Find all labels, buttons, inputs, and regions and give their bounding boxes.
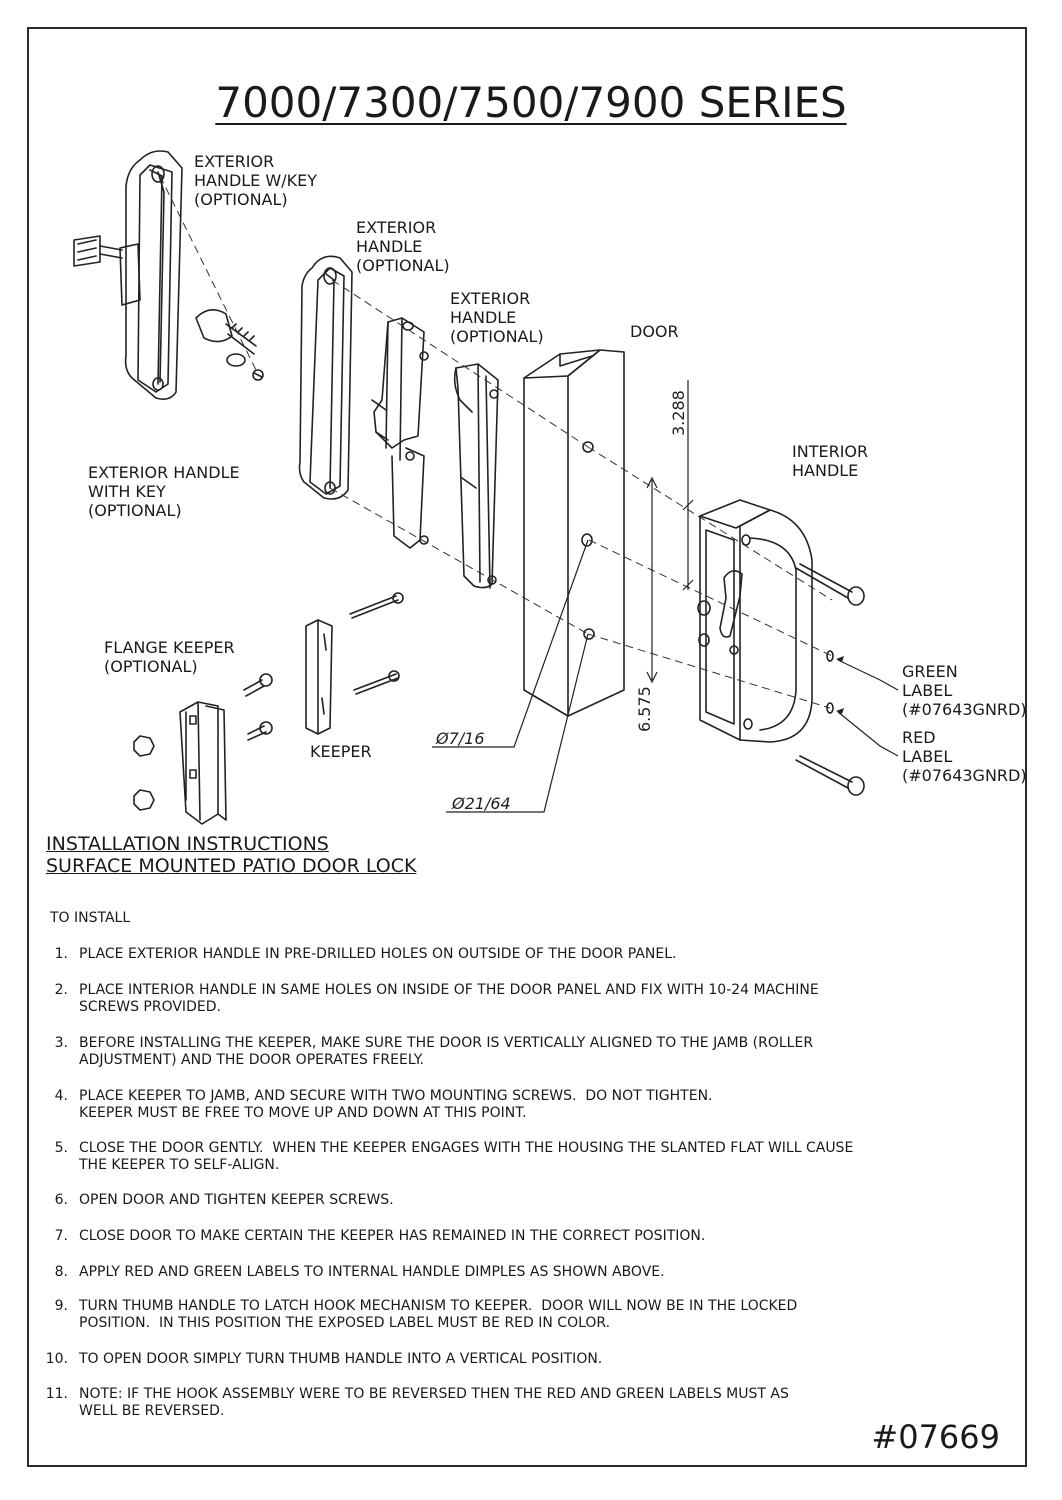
- label-green-label: GREEN LABEL (#07643GNRD): [902, 662, 1027, 719]
- label-exterior-handle-2: EXTERIOR HANDLE (OPTIONAL): [450, 289, 544, 346]
- label-interior-handle: INTERIOR HANDLE: [792, 442, 869, 480]
- label-exterior-handle-with-key: EXTERIOR HANDLE WITH KEY (OPTIONAL): [88, 463, 240, 520]
- dimension-3288: 3.288: [669, 390, 688, 436]
- step-number: 3.: [54, 1035, 68, 1051]
- label-flange-keeper: FLANGE KEEPER (OPTIONAL): [104, 638, 235, 676]
- step-number: 1.: [54, 946, 68, 962]
- diameter-7-16-label: Ø7/16: [435, 729, 485, 748]
- flange-keeper-part: [133, 673, 273, 825]
- page-title: 7000/7300/7500/7900 SERIES: [215, 78, 847, 127]
- step-text: PLACE INTERIOR HANDLE IN SAME HOLES ON I…: [79, 982, 819, 1015]
- step-text: BEFORE INSTALLING THE KEEPER, MAKE SURE …: [79, 1035, 814, 1068]
- step-text: PLACE KEEPER TO JAMB, AND SECURE WITH TW…: [79, 1088, 713, 1121]
- instructions-heading-line-2: SURFACE MOUNTED PATIO DOOR LOCK: [46, 855, 417, 877]
- exterior-handle-with-key-part: [73, 150, 264, 400]
- step-number: 5.: [54, 1140, 68, 1156]
- step-text: TO OPEN DOOR SIMPLY TURN THUMB HANDLE IN…: [79, 1351, 603, 1367]
- assembly-diagram: 3.288 6.575 Ø7/16 Ø21/64: [73, 150, 899, 825]
- diameter-21-64-label: Ø21/64: [451, 794, 511, 813]
- step-number: 11.: [45, 1386, 68, 1402]
- step-number: 8.: [54, 1264, 68, 1280]
- door-panel-part: [523, 349, 625, 717]
- step-number: 6.: [54, 1192, 68, 1208]
- dimension-6575: 6.575: [635, 686, 654, 732]
- step-number: 10.: [45, 1351, 68, 1367]
- step-text: CLOSE THE DOOR GENTLY. WHEN THE KEEPER E…: [79, 1140, 854, 1173]
- step-number: 7.: [54, 1228, 68, 1244]
- exterior-handle-part-1: [298, 255, 429, 549]
- step-text: OPEN DOOR AND TIGHTEN KEEPER SCREWS.: [79, 1192, 394, 1208]
- label-door: DOOR: [630, 322, 679, 341]
- step-number: 2.: [54, 982, 68, 998]
- page-border: [27, 27, 1027, 1467]
- label-keeper: KEEPER: [310, 742, 372, 761]
- label-exterior-handle-w-key: EXTERIOR HANDLE W/KEY (OPTIONAL): [194, 152, 317, 209]
- instructions-heading-line-1: INSTALLATION INSTRUCTIONS: [46, 833, 329, 855]
- to-install-label: TO INSTALL: [50, 910, 131, 926]
- step-number: 4.: [54, 1088, 68, 1104]
- label-red-label: RED LABEL (#07643GNRD): [902, 728, 1027, 785]
- document-number: #07669: [871, 1418, 1000, 1456]
- interior-handle-part: [697, 499, 865, 796]
- step-text: NOTE: IF THE HOOK ASSEMBLY WERE TO BE RE…: [79, 1386, 789, 1419]
- label-exterior-handle-1: EXTERIOR HANDLE (OPTIONAL): [356, 218, 450, 275]
- step-number: 9.: [54, 1298, 68, 1314]
- instructions-heading: INSTALLATION INSTRUCTIONS SURFACE MOUNTE…: [46, 833, 416, 877]
- step-text: APPLY RED AND GREEN LABELS TO INTERNAL H…: [79, 1264, 665, 1280]
- step-text: PLACE EXTERIOR HANDLE IN PRE-DRILLED HOL…: [79, 946, 677, 962]
- exterior-handle-part-2: [453, 363, 499, 589]
- step-text: CLOSE DOOR TO MAKE CERTAIN THE KEEPER HA…: [79, 1228, 706, 1244]
- keeper-part: [305, 592, 404, 735]
- step-text: TURN THUMB HANDLE TO LATCH HOOK MECHANIS…: [79, 1298, 798, 1331]
